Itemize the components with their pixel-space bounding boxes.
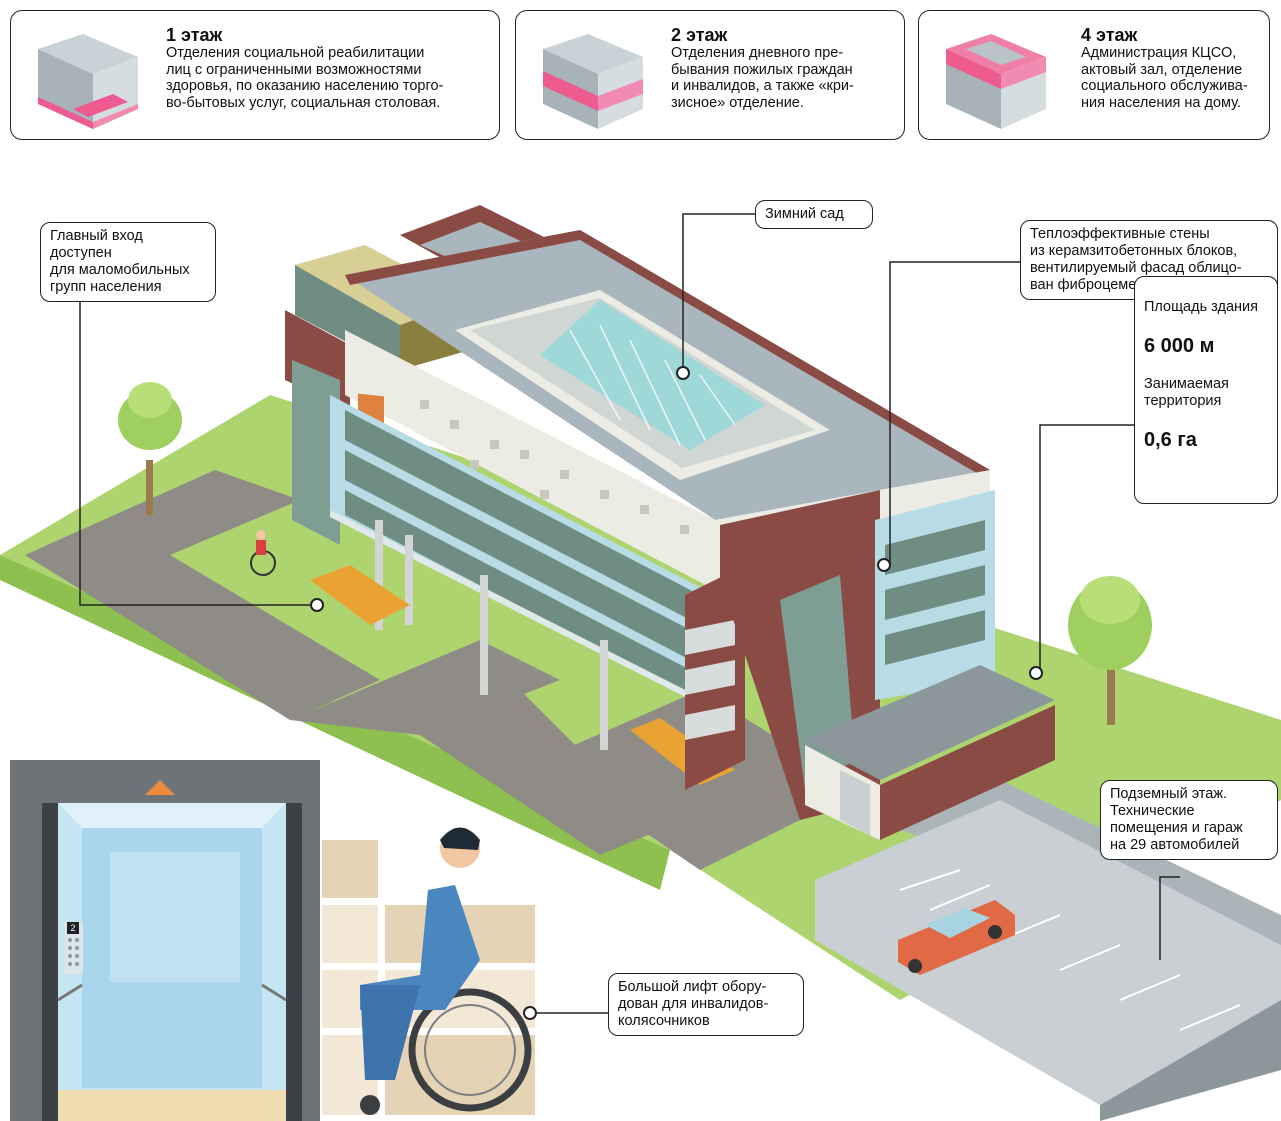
garage-side [880, 705, 1055, 840]
car-icon [898, 900, 1015, 975]
callout-entrance: Главный вход доступен для маломобильных … [40, 222, 216, 302]
floor-2-title: 2 этаж [671, 25, 728, 45]
floor-4-title: 4 этаж [1081, 25, 1138, 45]
facade-tiles [420, 400, 689, 534]
floor-card-2: 2 этаж Отделения дневного пре- бывания п… [515, 10, 905, 140]
building-area-value: 6 000 м [1144, 335, 1215, 357]
walkway-left [25, 470, 380, 720]
winter-garden-glass [540, 300, 765, 450]
floor-2-building-icon [543, 34, 643, 129]
building-area-label: Площадь здания [1144, 299, 1258, 315]
tree-icon [118, 382, 182, 515]
up-arrow-icon [145, 780, 175, 795]
pilotis-columns [375, 520, 608, 750]
callout-elevator: Большой лифт обору- дован для инвалидов-… [608, 973, 804, 1036]
callout-underground: Подземный этаж. Технические помещения и … [1100, 780, 1278, 860]
callout-dots [310, 366, 1043, 1020]
facade-upper-front [345, 330, 715, 590]
roof-parapet [345, 230, 580, 285]
tree-icon [1068, 576, 1152, 725]
floor-1-building-icon [38, 34, 138, 129]
wheelchair-user-large-icon [360, 827, 532, 1115]
floor-4-building-icon [946, 34, 1046, 129]
garage-floor [815, 800, 1281, 1105]
territory-value: 0,6 га [1144, 429, 1197, 451]
garage-roof [805, 665, 1055, 780]
elevator-illustration [10, 760, 320, 1121]
elevator-floor-indicator: 2 [67, 922, 79, 934]
entrance-ramp [310, 565, 410, 625]
floor-card-1: 1 этаж Отделения социальной реабилитации… [10, 10, 500, 140]
callout-winter-garden: Зимний сад [755, 200, 873, 229]
walkway-bottom [420, 690, 660, 855]
floor-2-description: Отделения дневного пре- бывания пожилых … [671, 45, 854, 111]
floor-4-description: Администрация КЦСО, актовый зал, отделен… [1081, 45, 1248, 111]
callout-area: Площадь здания 6 000 м Занимаемая террит… [1134, 276, 1278, 504]
territory-label: Занимаемая территория [1144, 376, 1229, 409]
garage-wall-front [1100, 1000, 1281, 1121]
balconies [685, 620, 735, 740]
floor-card-4: 4 этаж Администрация КЦСО, актовый зал, … [918, 10, 1270, 140]
callout-lines [79, 213, 1180, 1014]
floor-1-title: 1 этаж [166, 25, 223, 45]
walkway-center [290, 640, 560, 735]
floor-1-description: Отделения социальной реабилитации лиц с … [166, 45, 444, 111]
glass-floor-bands [345, 410, 700, 700]
wheelchair-user-icon [250, 530, 276, 576]
